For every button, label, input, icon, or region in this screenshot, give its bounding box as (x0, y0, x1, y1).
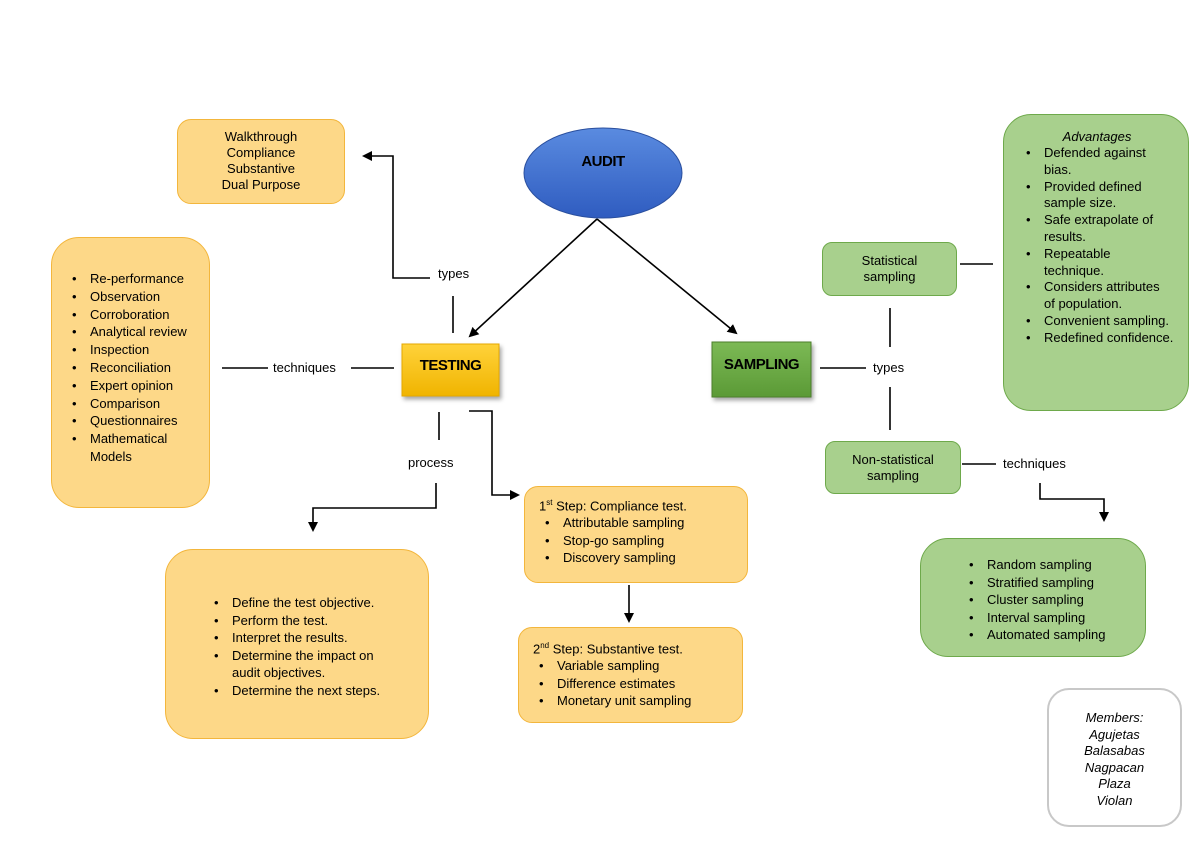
nonstat-technique-item: Cluster sampling (963, 591, 1135, 609)
testing-types-box: Walkthrough Compliance Substantive Dual … (177, 119, 345, 204)
statistical-sampling-box: Statistical sampling (822, 242, 957, 296)
sampling-label: SAMPLING (723, 356, 800, 373)
step2-title: 2nd Step: Substantive test. (533, 641, 683, 657)
technique-item: Corroboration (66, 306, 199, 324)
members-box: Members: Agujetas Balasabas Nagpacan Pla… (1047, 688, 1182, 827)
types-label-sampling: types (870, 360, 908, 376)
member-name: Balasabas (1084, 743, 1145, 758)
technique-item: Observation (66, 288, 199, 306)
step2-item: Difference estimates (533, 675, 732, 693)
member-name: Plaza (1098, 776, 1131, 791)
nonstat-technique-item: Random sampling (963, 556, 1135, 574)
non-statistical-sampling-box: Non-statistical sampling (825, 441, 961, 494)
technique-item: Expert opinion (66, 377, 199, 395)
non-statistical-sampling-label: Non-statistical sampling (852, 452, 934, 483)
advantage-item: Defended against bias. (1020, 145, 1174, 179)
advantage-item: Considers attributes of population. (1020, 279, 1174, 313)
technique-item: Reconciliation (66, 359, 199, 377)
arrow-testing-step1 (469, 410, 520, 500)
testing-techniques-box: Re-performance Observation Corroboration… (51, 237, 210, 508)
technique-item: Re-performance (66, 270, 199, 288)
techniques-label-sampling: techniques (1000, 456, 1069, 472)
testing-type-item: Compliance (226, 145, 296, 160)
arrow-audit-sampling (596, 218, 738, 335)
member-name: Violan (1096, 792, 1133, 808)
technique-item: Comparison (66, 395, 199, 413)
nonstat-technique-item: Automated sampling (963, 626, 1135, 644)
member-name: Agujetas (1089, 726, 1140, 742)
step2-item: Monetary unit sampling (533, 692, 732, 710)
step1-title: 1st Step: Compliance test. (539, 498, 687, 514)
nonstat-technique-item: Interval sampling (963, 609, 1135, 627)
technique-item: Questionnaires (66, 412, 199, 430)
advantage-item: Safe extrapolate of results. (1020, 212, 1174, 246)
testing-type-item: Walkthrough (224, 129, 298, 144)
arrow-testing-types (362, 151, 430, 279)
sampling-node-shape (711, 341, 812, 398)
member-name: Nagpacan (1084, 759, 1145, 775)
types-label-testing: types (435, 266, 473, 282)
process-step-item: Determine the impact on audit objectives… (208, 647, 392, 682)
advantage-item: Repeatable technique. (1020, 246, 1174, 280)
sampling-node: SAMPLING (712, 357, 811, 379)
arrow-audit-testing (468, 218, 598, 338)
testing-type-item: Dual Purpose (221, 177, 301, 192)
testing-node: TESTING (402, 358, 499, 380)
technique-item: Inspection (66, 341, 199, 359)
technique-item: Mathematical Models (66, 430, 199, 466)
audit-node-shape (523, 127, 683, 219)
testing-node-shape (401, 343, 500, 397)
statistical-sampling-label: Statistical sampling (861, 253, 918, 284)
step1-box: 1st Step: Compliance test. Attributable … (524, 486, 748, 583)
audit-node: AUDIT (540, 154, 666, 176)
members-title: Members: (1085, 710, 1144, 725)
technique-item: Analytical review (66, 323, 199, 341)
arrow-nonstat-techniques (1039, 483, 1109, 522)
testing-label: TESTING (419, 357, 482, 374)
process-step-item: Determine the next steps. (208, 682, 408, 700)
techniques-label-testing: techniques (270, 360, 339, 376)
step1-item: Attributable sampling (539, 514, 737, 532)
testing-type-item: Substantive (227, 161, 295, 176)
step1-item: Discovery sampling (539, 549, 737, 567)
advantages-box: Advantages Defended against bias. Provid… (1003, 114, 1189, 411)
advantage-item: Convenient sampling. (1020, 313, 1174, 330)
audit-label: AUDIT (581, 153, 625, 170)
arrow-process-steps (308, 483, 437, 532)
step2-item: Variable sampling (533, 657, 732, 675)
nonstat-techniques-box: Random sampling Stratified sampling Clus… (920, 538, 1146, 657)
step2-box: 2nd Step: Substantive test. Variable sam… (518, 627, 743, 723)
step1-item: Stop-go sampling (539, 532, 737, 550)
advantages-title: Advantages (1062, 129, 1132, 144)
advantage-item: Provided defined sample size. (1020, 179, 1174, 213)
process-label: process (405, 455, 457, 471)
process-step-item: Interpret the results. (208, 629, 408, 647)
process-step-item: Define the test objective. (208, 594, 408, 612)
advantage-item: Redefined confidence. (1020, 330, 1174, 347)
nonstat-technique-item: Stratified sampling (963, 574, 1135, 592)
process-steps-box: Define the test objective. Perform the t… (165, 549, 429, 739)
process-step-item: Perform the test. (208, 612, 408, 630)
